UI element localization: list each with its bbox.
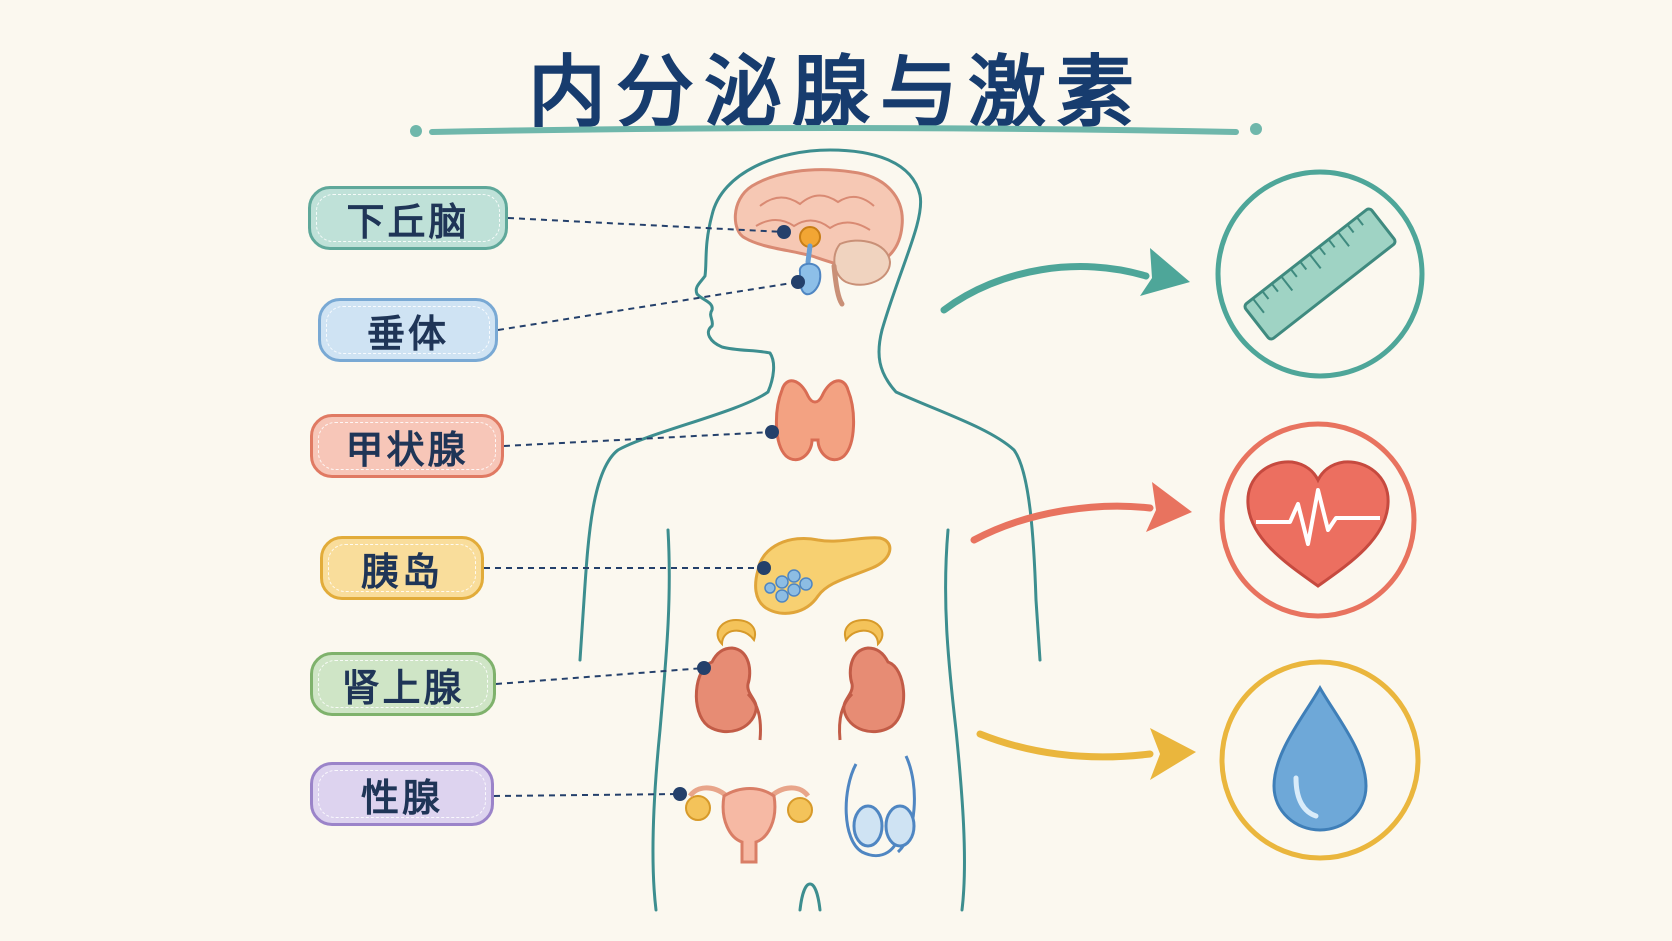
kidneys-adrenal-illustration	[694, 618, 906, 741]
leader-line-thyroid	[503, 431, 773, 447]
leader-dots	[673, 225, 805, 801]
heart-heartbeat-icon	[1246, 460, 1390, 588]
arrow-to-heart	[970, 482, 1192, 544]
leader-lines	[484, 217, 799, 797]
body-silhouette	[578, 148, 1042, 912]
female-reproductive-illustration	[685, 785, 813, 864]
leader-line-pituitary	[497, 281, 799, 331]
title-underline	[410, 123, 1262, 137]
label-thyroid: 甲状腺	[310, 414, 504, 478]
arrow-to-water	[976, 728, 1196, 780]
label-adrenal: 肾上腺	[310, 652, 496, 716]
brain-illustration	[733, 168, 904, 307]
thyroid-illustration	[774, 379, 856, 462]
leader-line-gonads	[493, 793, 681, 797]
ruler-icon	[1243, 207, 1397, 341]
heart-effect-circle	[1219, 421, 1417, 619]
leader-line-hypothalamus	[507, 217, 785, 233]
page-title: 内分泌腺与激素	[527, 48, 1144, 138]
male-reproductive-illustration	[844, 755, 916, 858]
leader-line-adrenal	[495, 667, 705, 685]
growth-effect-circle	[1215, 169, 1425, 379]
label-pancreatic-islets: 胰岛	[320, 536, 484, 600]
label-hypothalamus: 下丘脑	[308, 186, 508, 250]
water-drop-icon	[1272, 684, 1368, 832]
arrow-to-growth	[940, 248, 1190, 314]
label-gonads: 性腺	[310, 762, 494, 826]
pancreas-illustration	[754, 536, 892, 615]
label-pituitary: 垂体	[318, 298, 498, 362]
water-effect-circle	[1219, 659, 1421, 861]
